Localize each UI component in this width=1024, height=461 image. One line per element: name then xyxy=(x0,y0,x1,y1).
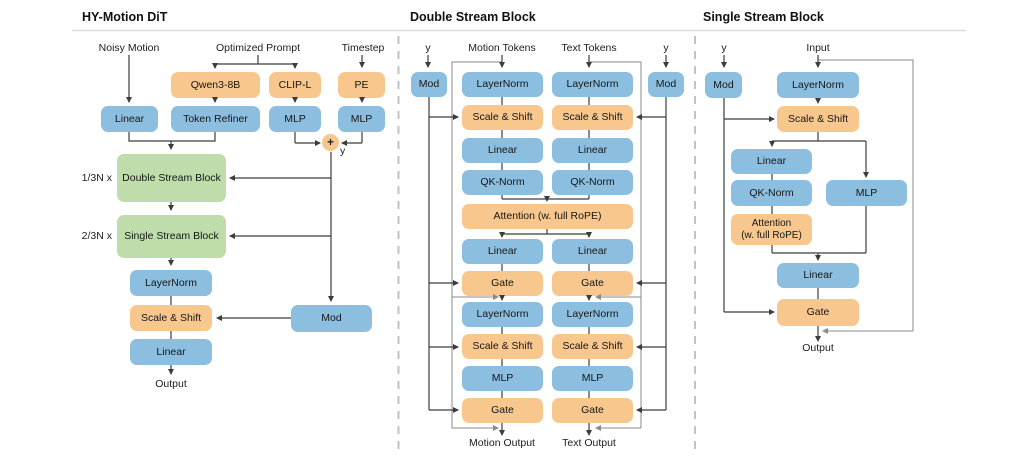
node-s-qk-norm: QK-Norm xyxy=(731,180,812,206)
node-s-gate: Gate xyxy=(777,299,859,326)
node-scale-shift-final: Scale & Shift xyxy=(130,305,212,331)
node-t-mlp: MLP xyxy=(552,366,633,391)
node-s-layernorm: LayerNorm xyxy=(777,72,859,98)
label-timestep: Timestep xyxy=(341,42,385,54)
node-m-qk-norm: QK-Norm xyxy=(462,170,543,195)
node-m-linear-1: Linear xyxy=(462,138,543,163)
label-y-left: y xyxy=(425,42,431,54)
node-t-linear-1: Linear xyxy=(552,138,633,163)
node-t-layernorm-2: LayerNorm xyxy=(552,302,633,327)
attention-line-2: (w. full RoPE) xyxy=(741,229,802,241)
label-y-single: y xyxy=(721,42,727,54)
node-layernorm-final: LayerNorm xyxy=(130,270,212,296)
node-t-gate-2: Gate xyxy=(552,398,633,423)
node-t-gate-1: Gate xyxy=(552,271,633,296)
node-double-stream-block: Double Stream Block xyxy=(117,154,226,202)
node-mlp-pe: MLP xyxy=(338,106,385,132)
node-linear-final: Linear xyxy=(130,339,212,365)
node-s-scale-shift: Scale & Shift xyxy=(777,106,859,132)
node-mod-left: Mod xyxy=(411,72,447,97)
node-qwen3-8b: Qwen3-8B xyxy=(171,72,260,98)
node-m-mlp: MLP xyxy=(462,366,543,391)
label-output-main: Output xyxy=(155,378,187,390)
node-s-attention: Attention (w. full RoPE) xyxy=(731,214,812,245)
panel-title-single-stream: Single Stream Block xyxy=(703,10,824,24)
label-motion-tokens: Motion Tokens xyxy=(468,42,536,54)
node-t-scale-shift-1: Scale & Shift xyxy=(552,105,633,130)
attention-line-1: Attention xyxy=(751,217,792,229)
label-y-conditioning: y xyxy=(340,145,346,157)
node-s-mlp: MLP xyxy=(826,180,907,206)
node-token-refiner: Token Refiner xyxy=(171,106,260,132)
label-repeat-double: 1/3N x xyxy=(81,172,112,184)
node-m-scale-shift-2: Scale & Shift xyxy=(462,334,543,359)
label-text-output: Text Output xyxy=(562,437,616,449)
label-optimized-prompt: Optimized Prompt xyxy=(215,42,301,54)
label-repeat-single: 2/3N x xyxy=(81,230,112,242)
node-m-layernorm-2: LayerNorm xyxy=(462,302,543,327)
node-mod-final: Mod xyxy=(291,305,372,332)
node-t-scale-shift-2: Scale & Shift xyxy=(552,334,633,359)
panel-title-hy-motion-dit: HY-Motion DiT xyxy=(82,10,168,24)
add-circle-icon: + xyxy=(322,134,339,151)
node-attention-shared: Attention (w. full RoPE) xyxy=(462,204,633,229)
node-single-stream-block: Single Stream Block xyxy=(117,215,226,258)
node-t-linear-2: Linear xyxy=(552,239,633,264)
label-y-right: y xyxy=(663,42,669,54)
label-output-single: Output xyxy=(802,342,834,354)
node-pe: PE xyxy=(338,72,385,98)
label-motion-output: Motion Output xyxy=(469,437,535,449)
label-noisy-motion: Noisy Motion xyxy=(98,42,160,54)
node-mod-right: Mod xyxy=(648,72,684,97)
node-m-gate-1: Gate xyxy=(462,271,543,296)
node-linear-input: Linear xyxy=(101,106,158,132)
node-t-layernorm-1: LayerNorm xyxy=(552,72,633,97)
label-text-tokens: Text Tokens xyxy=(561,42,617,54)
node-t-qk-norm: QK-Norm xyxy=(552,170,633,195)
label-input-single: Input xyxy=(806,42,830,54)
node-m-scale-shift-1: Scale & Shift xyxy=(462,105,543,130)
node-s-linear-qkv: Linear xyxy=(731,149,812,174)
node-m-gate-2: Gate xyxy=(462,398,543,423)
panel-title-double-stream: Double Stream Block xyxy=(410,10,536,24)
node-clip-l: CLIP-L xyxy=(269,72,321,98)
node-m-linear-2: Linear xyxy=(462,239,543,264)
node-mlp-clip: MLP xyxy=(269,106,321,132)
node-s-mod: Mod xyxy=(705,72,742,98)
node-m-layernorm-1: LayerNorm xyxy=(462,72,543,97)
node-s-linear-out: Linear xyxy=(777,263,859,288)
